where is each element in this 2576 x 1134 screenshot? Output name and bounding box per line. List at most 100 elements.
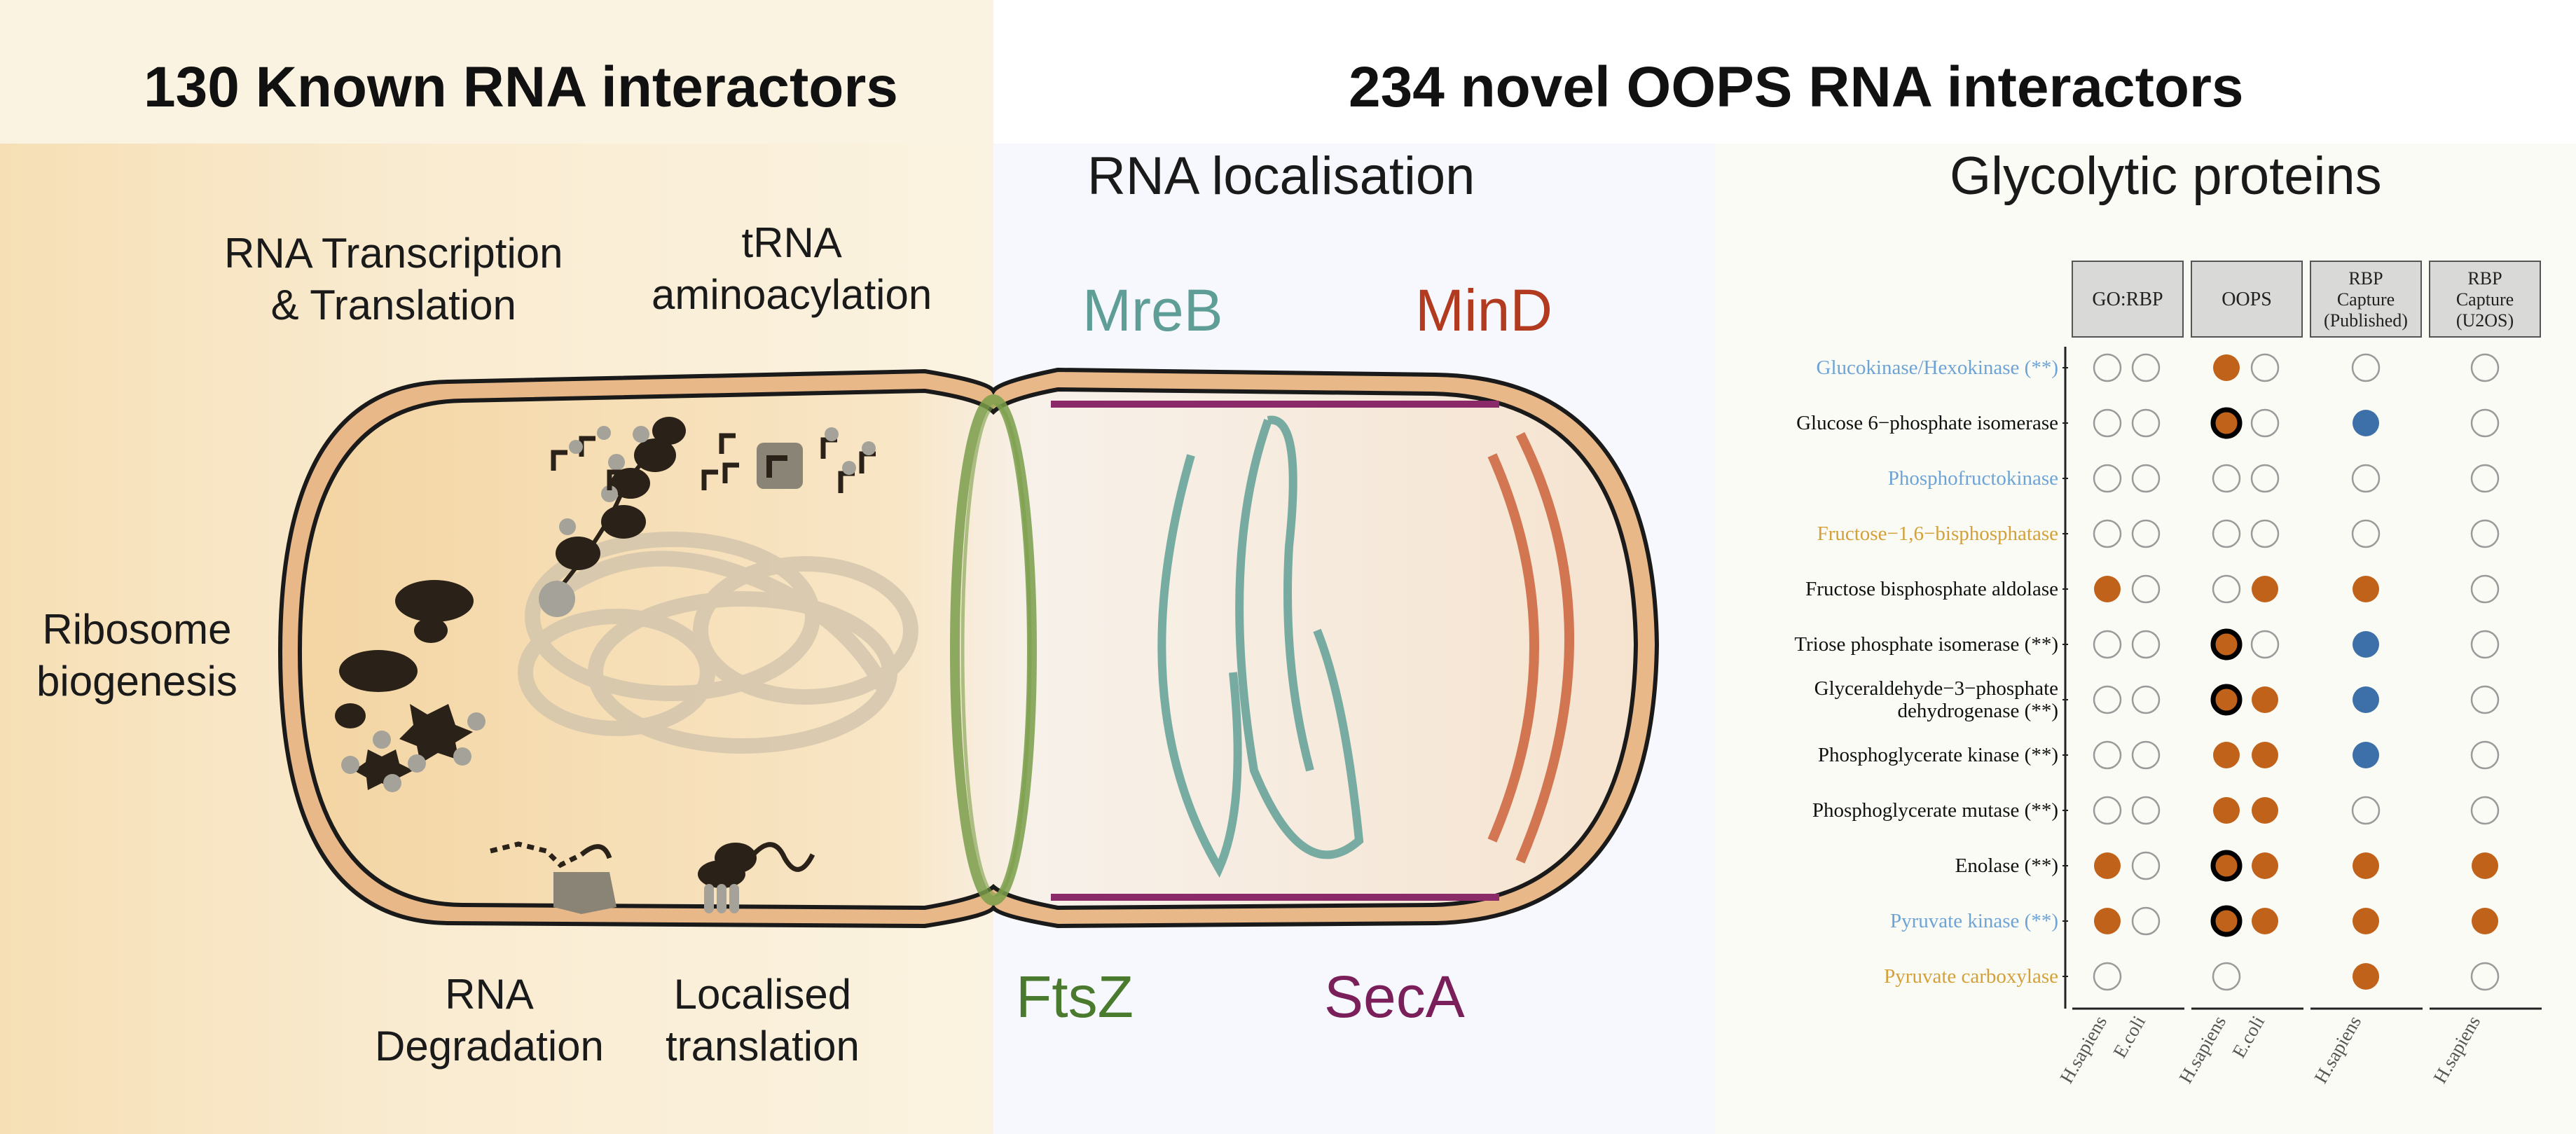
orange-dot xyxy=(2094,576,2121,602)
empty-dot xyxy=(2131,464,2161,493)
column-header-text: (U2OS) xyxy=(2456,310,2514,331)
trna-label: tRNA aminoacylation xyxy=(652,217,932,321)
novel-interactors-heading: 234 novel OOPS RNA interactors xyxy=(1349,55,2244,119)
orange-ring-dot xyxy=(2210,684,2243,716)
protein-name: Fructose bisphosphate aldolase xyxy=(1805,578,2058,600)
empty-dot xyxy=(2212,464,2241,493)
orange-dot xyxy=(2472,852,2498,879)
orange-dot xyxy=(2353,908,2379,934)
column-header-box xyxy=(2310,261,2422,338)
transcription-label-line2: & Translation xyxy=(270,282,516,329)
empty-dot xyxy=(2131,906,2161,936)
seca-bands xyxy=(1051,401,1499,901)
protein-name: Triose phosphate isomerase (**) xyxy=(1794,633,2058,656)
orange-dot xyxy=(2252,576,2278,602)
species-label: H.sapiens xyxy=(2175,1012,2230,1087)
ribosome-label-line2: biogenesis xyxy=(36,658,237,705)
localised-translation-label: Localised translation xyxy=(666,969,860,1072)
empty-dot xyxy=(2470,685,2500,714)
empty-dot xyxy=(2131,796,2161,825)
nucleoid-dna xyxy=(518,532,918,754)
protein-name: Phosphoglycerate kinase (**) xyxy=(1818,744,2058,766)
column-header-box xyxy=(2429,261,2541,338)
table-row: Phosphofructokinase xyxy=(1888,464,2500,493)
empty-dot xyxy=(2250,464,2280,493)
empty-dot xyxy=(2093,740,2122,770)
column-header-text: Capture xyxy=(2456,289,2514,310)
blue-dot xyxy=(2353,631,2379,658)
species-label: E.coli xyxy=(2109,1012,2149,1061)
empty-dot xyxy=(2131,574,2161,604)
orange-dot xyxy=(2353,963,2379,990)
rna-localisation-title: RNA localisation xyxy=(1087,146,1475,206)
seca-label: SecA xyxy=(1324,964,1465,1030)
protein-name: Fructose−1,6−bisphosphatase xyxy=(1817,523,2058,545)
empty-dot xyxy=(2093,408,2122,438)
glycolytic-proteins-title: Glycolytic proteins xyxy=(1950,146,2382,206)
localised-ribosome xyxy=(698,842,815,913)
protein-name: Glucose 6−phosphate isomerase xyxy=(1796,412,2058,434)
column-header-text: GO:RBP xyxy=(2092,289,2163,310)
ribosome-shapes xyxy=(335,580,485,792)
table-row: Phosphoglycerate mutase (**) xyxy=(1812,796,2500,825)
empty-dot xyxy=(2131,353,2161,382)
orange-dot xyxy=(2252,686,2278,713)
orange-dot xyxy=(2252,742,2278,768)
column-header-box xyxy=(2072,261,2184,338)
orange-ring-dot xyxy=(2210,850,2243,882)
empty-dot xyxy=(2212,519,2241,548)
table-row: Pyruvate carboxylase xyxy=(1884,962,2500,991)
empty-dot xyxy=(2131,685,2161,714)
table-row: Fructose−1,6−bisphosphatase xyxy=(1817,519,2500,548)
amino-acids xyxy=(569,426,876,475)
ftsz-label: FtsZ xyxy=(1016,964,1134,1030)
table-row: Fructose bisphosphate aldolase xyxy=(1805,574,2500,604)
blue-dot xyxy=(2353,410,2379,436)
empty-dot xyxy=(2470,353,2500,382)
species-label: H.sapiens xyxy=(2310,1012,2365,1087)
empty-dot xyxy=(2131,851,2161,880)
table-row: Glucokinase/Hexokinase (**) xyxy=(1817,353,2500,382)
column-header-text: Capture xyxy=(2337,289,2395,310)
empty-dot xyxy=(2093,519,2122,548)
localised-label-line1: Localised xyxy=(673,971,852,1018)
degradation-label: RNA Degradation xyxy=(375,969,604,1072)
trna-label-line1: tRNA xyxy=(741,219,842,266)
table-row: Enolase (**) xyxy=(1955,850,2498,882)
mreb-label: MreB xyxy=(1082,277,1223,343)
protein-name: Enolase (**) xyxy=(1955,855,2058,877)
orange-ring-dot xyxy=(2210,905,2243,937)
ftsz-ring xyxy=(950,394,1037,906)
empty-dot xyxy=(2470,464,2500,493)
empty-dot xyxy=(2470,408,2500,438)
blue-dot xyxy=(2353,742,2379,768)
empty-dot xyxy=(2212,962,2241,991)
orange-dot xyxy=(2094,852,2121,879)
degradation-label-line1: RNA xyxy=(445,971,534,1018)
table-row: Triose phosphate isomerase (**) xyxy=(1794,628,2500,661)
transcription-label-line1: RNA Transcription xyxy=(224,230,563,277)
protein-name: Pyruvate kinase (**) xyxy=(1890,910,2058,932)
protein-name: Glyceraldehyde−3−phosphate xyxy=(1814,677,2058,700)
column-header-text: RBP xyxy=(2467,268,2502,289)
empty-dot xyxy=(2093,353,2122,382)
protein-name: Pyruvate carboxylase xyxy=(1884,965,2058,988)
empty-dot xyxy=(2093,464,2122,493)
degradosome xyxy=(490,841,617,914)
polysome xyxy=(539,417,686,617)
species-label: E.coli xyxy=(2228,1012,2268,1061)
column-header-text: OOPS xyxy=(2222,289,2272,310)
bacterial-cell-illustration xyxy=(277,367,1660,929)
ribosome-label: Ribosome biogenesis xyxy=(36,604,237,707)
empty-dot xyxy=(2351,353,2381,382)
ribosome-label-line1: Ribosome xyxy=(42,606,232,653)
empty-dot xyxy=(2093,685,2122,714)
protein-name: Phosphoglycerate mutase (**) xyxy=(1812,799,2058,822)
orange-dot xyxy=(2353,852,2379,879)
empty-dot xyxy=(2131,630,2161,659)
protein-name: Glucokinase/Hexokinase (**) xyxy=(1817,357,2058,379)
table-row: Phosphoglycerate kinase (**) xyxy=(1818,740,2500,770)
localised-label-line2: translation xyxy=(666,1023,860,1070)
empty-dot xyxy=(2093,630,2122,659)
